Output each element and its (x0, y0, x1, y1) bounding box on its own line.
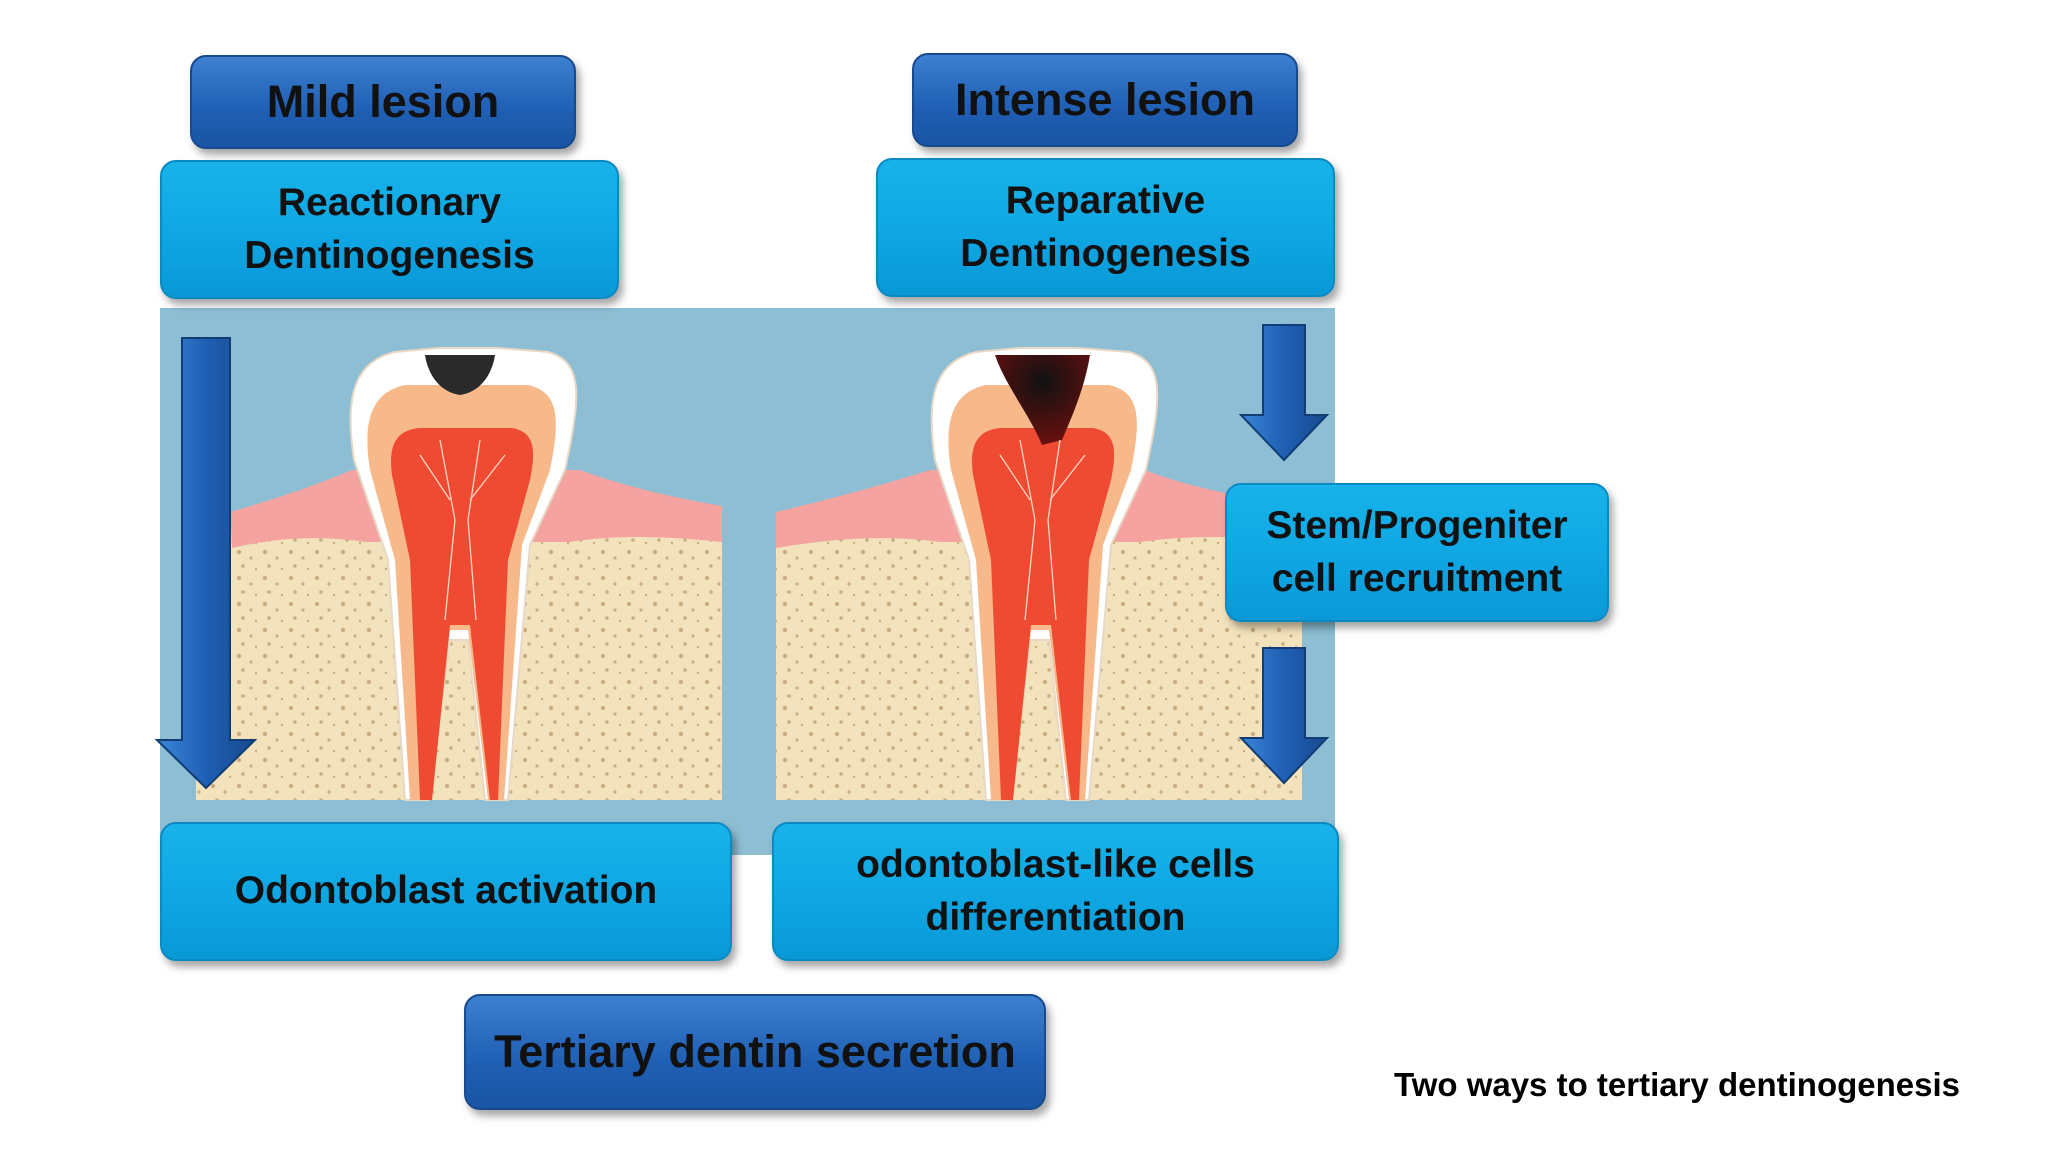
mild-lesion-tooth-illustration (196, 347, 722, 801)
long-down-arrow-icon (154, 337, 258, 790)
reparative-dentinogenesis-box: Reparative Dentinogenesis (876, 158, 1335, 297)
pulp-right (972, 428, 1115, 800)
reactionary-dentinogenesis-box: Reactionary Dentinogenesis (160, 160, 619, 299)
figure-caption: Two ways to tertiary dentinogenesis (1393, 1066, 1960, 1103)
down-arrow-icon-top (1238, 324, 1330, 462)
odontoblast-activation-box: Odontoblast activation (160, 822, 732, 961)
caries-left (425, 355, 495, 395)
tertiary-dentin-secretion-box: Tertiary dentin secretion (464, 994, 1046, 1110)
down-arrow-icon-bottom (1238, 647, 1330, 785)
intense-lesion-tooth-illustration (776, 347, 1302, 801)
mild-lesion-box: Mild lesion (190, 55, 576, 149)
intense-lesion-box: Intense lesion (912, 53, 1298, 147)
pulp-left (391, 428, 534, 800)
stem-cell-recruitment-box: Stem/Progeniter cell recruitment (1225, 483, 1609, 622)
odontoblast-like-differentiation-box: odontoblast-like cells differentiation (772, 822, 1339, 961)
caries-right (995, 355, 1090, 445)
